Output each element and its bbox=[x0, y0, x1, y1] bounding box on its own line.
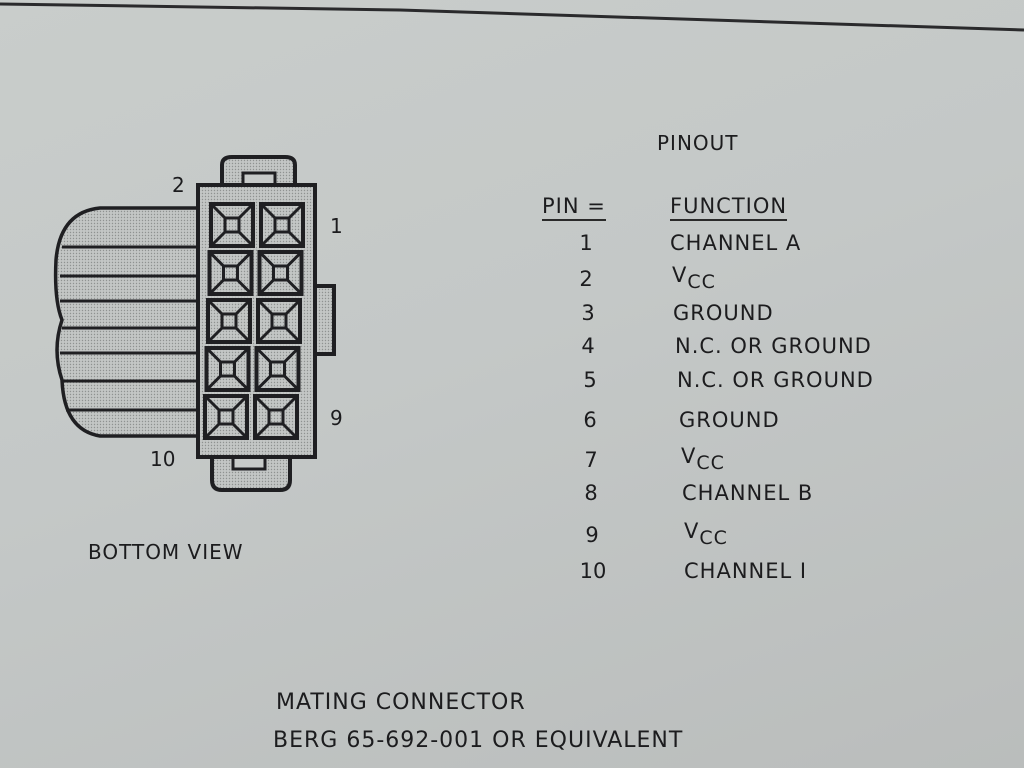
pin-number: 1 bbox=[579, 231, 593, 255]
pin-function: VCC bbox=[684, 519, 728, 549]
pin-number: 6 bbox=[583, 408, 597, 432]
pin-number: 5 bbox=[583, 368, 597, 392]
function-subscript: CC bbox=[699, 527, 728, 549]
pin-grid bbox=[203, 202, 305, 440]
pin-number: 7 bbox=[584, 448, 598, 472]
pin-function: CHANNEL B bbox=[682, 481, 813, 505]
pin-socket bbox=[209, 202, 255, 248]
mating-connector-title: MATING CONNECTOR bbox=[276, 690, 526, 715]
pin-label-1: 1 bbox=[330, 214, 343, 238]
pin-socket bbox=[203, 394, 249, 440]
pin-label-9: 9 bbox=[330, 406, 343, 430]
connector-diagram bbox=[53, 155, 336, 492]
function-text: CHANNEL A bbox=[670, 231, 802, 255]
pin-function: VCC bbox=[672, 263, 716, 293]
pin-socket bbox=[256, 298, 302, 344]
ribbon-cable bbox=[53, 206, 202, 438]
mating-connector-part: BERG 65-692-001 OR EQUIVALENT bbox=[273, 728, 684, 753]
pin-number: 3 bbox=[581, 301, 595, 325]
pin-socket bbox=[259, 202, 305, 248]
function-text: V bbox=[672, 263, 688, 287]
pin-socket bbox=[253, 394, 299, 440]
bottom-view-caption: BOTTOM VIEW bbox=[88, 540, 244, 564]
function-text: N.C. OR GROUND bbox=[675, 334, 872, 358]
pin-label-2: 2 bbox=[172, 173, 185, 197]
pin-socket bbox=[254, 346, 301, 392]
page-edge-line bbox=[0, 2, 1024, 32]
pin-number: 4 bbox=[581, 334, 595, 358]
pin-function: N.C. OR GROUND bbox=[675, 334, 872, 358]
function-column-header: FUNCTION bbox=[670, 194, 788, 221]
pin-function: CHANNEL A bbox=[670, 231, 801, 255]
pin-function: GROUND bbox=[673, 301, 774, 325]
pin-number: 8 bbox=[584, 481, 598, 505]
function-subscript: CC bbox=[687, 271, 716, 293]
function-text: CHANNEL B bbox=[682, 481, 814, 505]
pin-socket bbox=[206, 298, 252, 344]
function-text: N.C. OR GROUND bbox=[677, 368, 874, 392]
pin-socket bbox=[207, 250, 254, 296]
function-subscript: CC bbox=[696, 452, 725, 474]
pinout-title: PINOUT bbox=[657, 131, 739, 155]
pin-function: N.C. OR GROUND bbox=[677, 368, 874, 392]
function-text: GROUND bbox=[673, 301, 774, 325]
pin-socket bbox=[204, 346, 251, 392]
pin-label-10: 10 bbox=[150, 447, 176, 471]
pin-number: 2 bbox=[579, 267, 593, 291]
function-text: GROUND bbox=[679, 408, 780, 432]
pin-function: CHANNEL I bbox=[684, 559, 807, 583]
pin-socket bbox=[257, 250, 304, 296]
function-text: V bbox=[681, 444, 697, 468]
pin-column-header: PIN = bbox=[542, 194, 606, 221]
function-text: V bbox=[684, 519, 700, 543]
pin-number: 10 bbox=[579, 559, 607, 583]
pin-function: VCC bbox=[681, 444, 725, 474]
pin-number: 9 bbox=[585, 523, 599, 547]
pin-function: GROUND bbox=[679, 408, 780, 432]
function-text: CHANNEL I bbox=[684, 559, 808, 583]
